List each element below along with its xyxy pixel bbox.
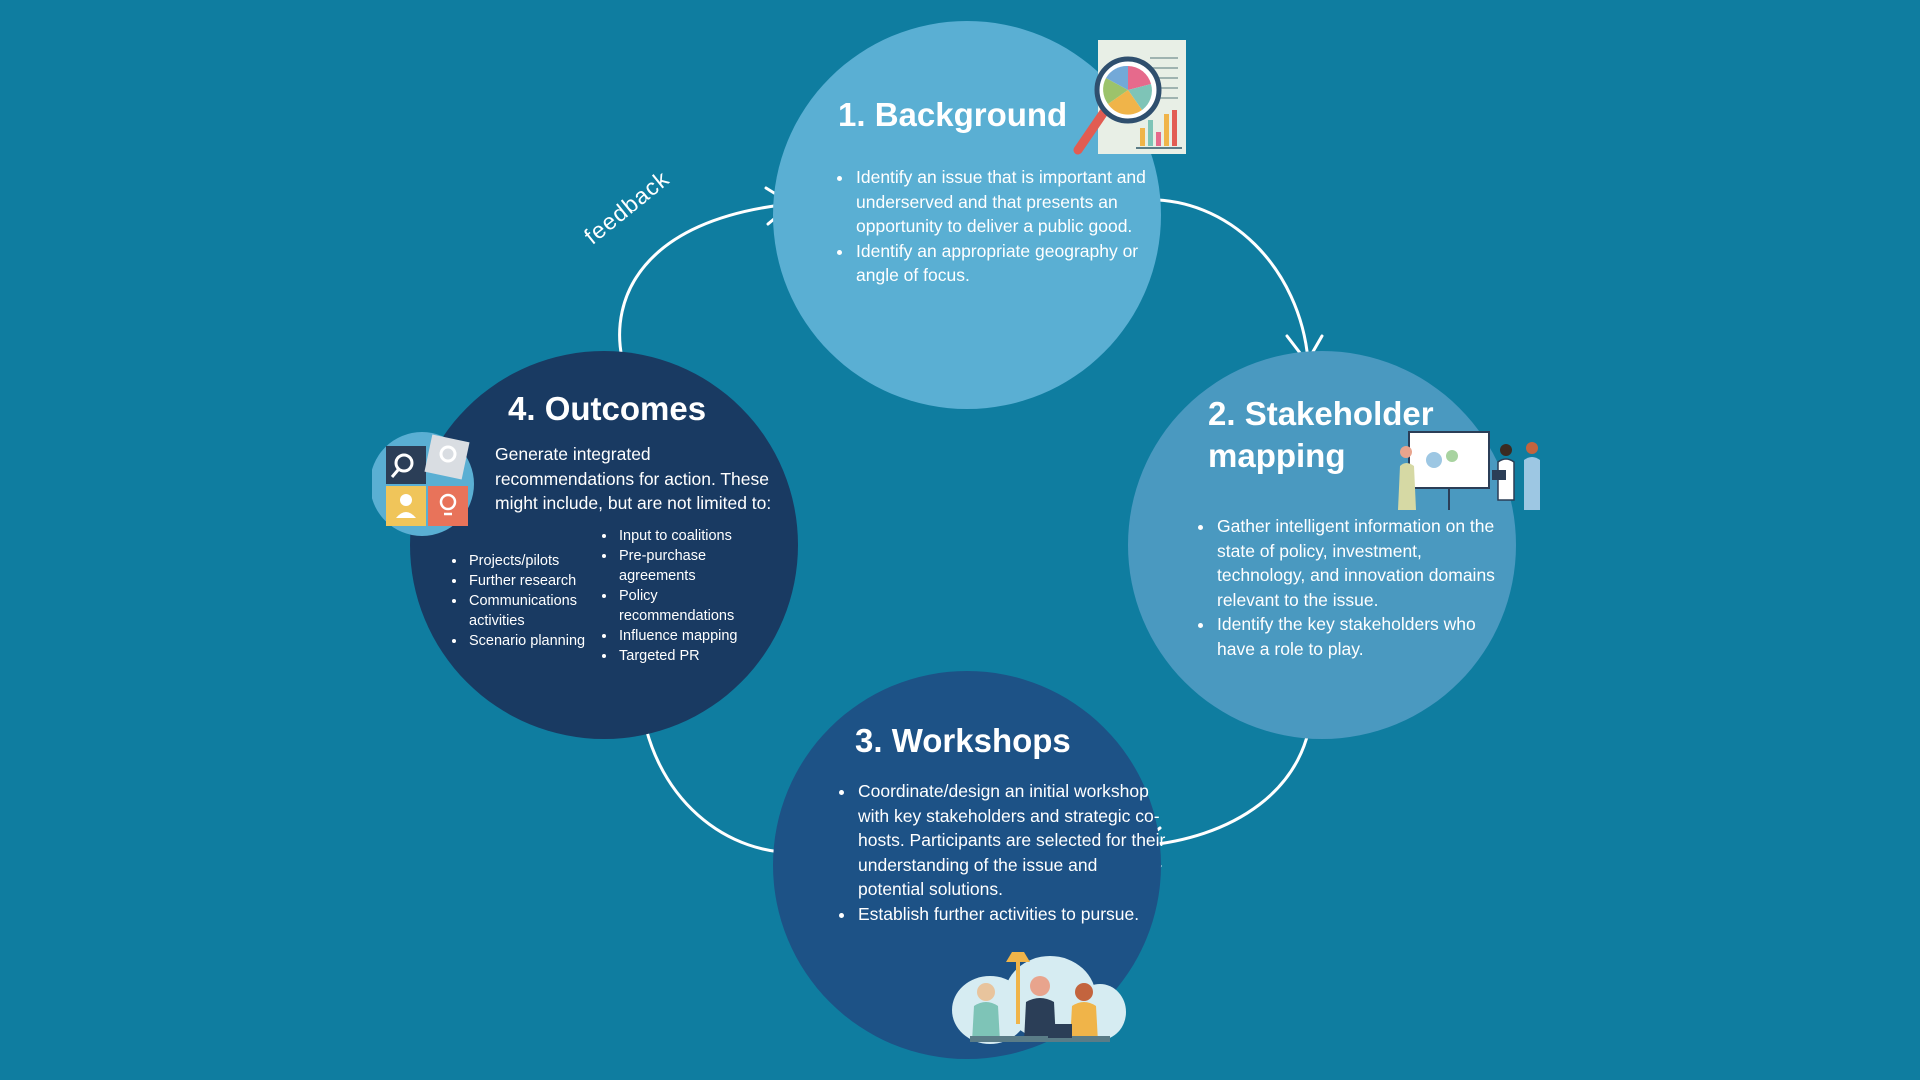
team-whiteboard-icon xyxy=(1398,431,1540,510)
arrow-outcomes-to-background xyxy=(618,202,792,360)
list-item: Scenario planning xyxy=(467,631,617,651)
step-outcomes-title: 4. Outcomes xyxy=(508,390,707,427)
list-item: Identify an appropriate geography or ang… xyxy=(854,239,1154,288)
arrow-background-to-stakeholder xyxy=(1139,198,1310,362)
step-workshops-bullets: Coordinate/design an initial workshop wi… xyxy=(832,779,1166,927)
list-item: Identify an issue that is important and … xyxy=(854,165,1154,239)
puzzle-ideas-icon xyxy=(372,432,474,536)
list-item: Gather intelligent information on the st… xyxy=(1215,514,1495,612)
list-item: Influence mapping xyxy=(617,626,767,646)
step-workshops-title: 3. Workshops xyxy=(855,722,1071,759)
step-stakeholder-title-line2: mapping xyxy=(1208,437,1346,474)
outcomes-list-left: Projects/pilots Further research Communi… xyxy=(445,551,617,651)
step-stakeholder-circle xyxy=(1128,351,1516,739)
list-item: Identify the key stakeholders who have a… xyxy=(1215,612,1495,661)
outcomes-list-right: Input to coalitions Pre-purchase agreeme… xyxy=(595,526,767,666)
magnifier-chart-icon xyxy=(1073,40,1186,155)
list-item: Pre-purchase agreements xyxy=(617,546,767,586)
team-meeting-icon xyxy=(952,952,1126,1044)
list-item: Further research xyxy=(467,571,617,591)
list-item: Establish further activities to pursue. xyxy=(856,902,1166,927)
list-item: Communications activities xyxy=(467,591,617,631)
step-outcomes-intro: Generate integrated recommendations for … xyxy=(495,444,772,514)
list-item: Policy recommendations xyxy=(617,586,767,626)
list-item: Targeted PR xyxy=(617,646,767,666)
list-item: Coordinate/design an initial workshop wi… xyxy=(856,779,1166,902)
list-item: Projects/pilots xyxy=(467,551,617,571)
step-background-bullets: Identify an issue that is important and … xyxy=(830,165,1154,288)
step-stakeholder-bullets: Gather intelligent information on the st… xyxy=(1191,514,1495,662)
step-outcomes-circle xyxy=(410,351,798,739)
step-stakeholder-title: 2. Stakeholder mapping xyxy=(1208,393,1434,477)
step-background-title: 1. Background xyxy=(838,96,1068,133)
step-stakeholder-title-line1: 2. Stakeholder xyxy=(1208,395,1434,432)
list-item: Input to coalitions xyxy=(617,526,767,546)
